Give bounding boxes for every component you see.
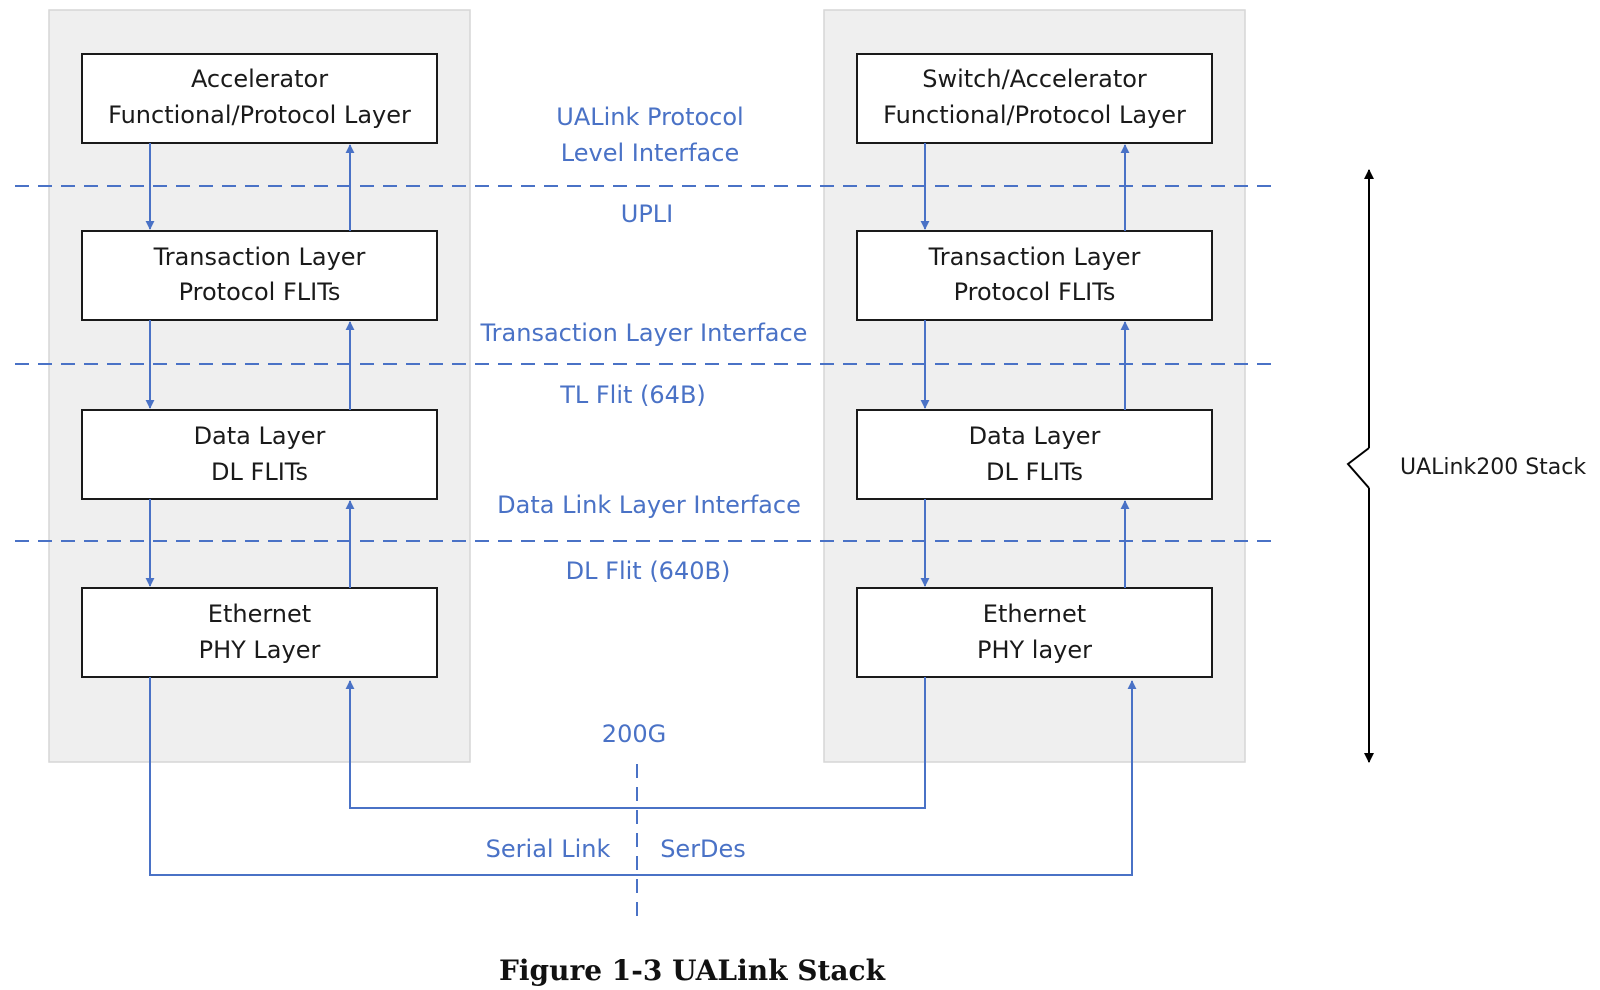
- left-layer-2-line-2: Protocol FLITs: [179, 278, 341, 306]
- right-layer-3-line-2: DL FLITs: [986, 458, 1083, 486]
- figure-caption: Figure 1-3 UALink Stack: [499, 954, 886, 987]
- right-layer-4-line-2: PHY layer: [977, 636, 1092, 664]
- right-layer-3-line-1: Data Layer: [969, 422, 1101, 450]
- left-layer-3-line-1: Data Layer: [194, 422, 326, 450]
- upli-label-line-1: UALink Protocol: [556, 103, 743, 131]
- right-layer-4-line-1: Ethernet: [983, 600, 1086, 628]
- left-data-layer-box: Data Layer DL FLITs: [81, 409, 438, 500]
- stack-bracket-zigzag: [1346, 447, 1370, 489]
- left-layer-4-line-1: Ethernet: [208, 600, 311, 628]
- left-layer-1-line-1: Accelerator: [191, 65, 328, 93]
- right-switch-accelerator-layer-box: Switch/Accelerator Functional/Protocol L…: [856, 53, 1213, 144]
- tl-flit-label: TL Flit (64B): [559, 381, 706, 409]
- left-to-right-link-path: [149, 677, 1137, 876]
- left-ethernet-phy-box: Ethernet PHY Layer: [81, 587, 438, 678]
- left-transaction-layer-box: Transaction Layer Protocol FLITs: [81, 230, 438, 321]
- upli-label-line-2: Level Interface: [561, 139, 739, 167]
- data-link-layer-interface-label: Data Link Layer Interface: [497, 491, 801, 519]
- right-to-left-link-path: [345, 677, 926, 809]
- left-layer-2-line-1: Transaction Layer: [153, 243, 366, 271]
- right-layer-1-line-1: Switch/Accelerator: [922, 65, 1147, 93]
- right-layer-2-line-2: Protocol FLITs: [954, 278, 1116, 306]
- right-layer-1-line-2: Functional/Protocol Layer: [883, 101, 1186, 129]
- right-transaction-layer-box: Transaction Layer Protocol FLITs: [856, 230, 1213, 321]
- transaction-layer-interface-label: Transaction Layer Interface: [480, 319, 808, 347]
- left-accelerator-layer-box: Accelerator Functional/Protocol Layer: [81, 53, 438, 144]
- upli-abbreviation-label: UPLI: [621, 200, 674, 228]
- right-layer-2-line-1: Transaction Layer: [928, 243, 1141, 271]
- right-data-layer-box: Data Layer DL FLITs: [856, 409, 1213, 500]
- left-layer-1-line-2: Functional/Protocol Layer: [108, 101, 411, 129]
- left-layer-4-line-2: PHY Layer: [199, 636, 321, 664]
- dl-flit-label: DL Flit (640B): [566, 557, 731, 585]
- left-layer-3-line-2: DL FLITs: [211, 458, 308, 486]
- link-speed-label: 200G: [602, 720, 666, 748]
- serial-link-label: Serial Link: [486, 835, 611, 863]
- serdes-label: SerDes: [660, 835, 746, 863]
- ualink200-stack-label: UALink200 Stack: [1400, 455, 1586, 480]
- right-ethernet-phy-box: Ethernet PHY layer: [856, 587, 1213, 678]
